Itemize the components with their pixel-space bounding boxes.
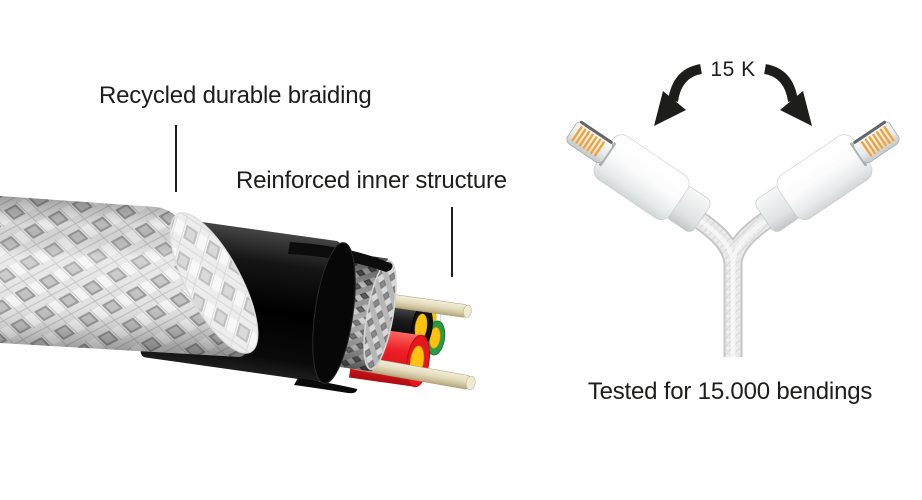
outer-braid bbox=[0, 196, 259, 357]
inner-structure-label: Reinforced inner structure bbox=[236, 167, 507, 194]
bend-cycles-badge: 15 K bbox=[710, 58, 756, 81]
jacket-cut-face bbox=[312, 242, 356, 384]
outer-braiding-label: Recycled durable braiding bbox=[99, 82, 372, 109]
lightning-pins bbox=[860, 126, 895, 157]
braided-cable-y bbox=[689, 209, 777, 357]
outer-braiding-leader-line bbox=[175, 125, 177, 192]
outer-braid-cut-face bbox=[169, 212, 259, 354]
inner-braid-cut-face bbox=[363, 260, 397, 370]
cable-cutaway-illustration bbox=[0, 196, 476, 394]
bend-test-caption: Tested for 15.000 bendings bbox=[587, 378, 873, 405]
arrowhead bbox=[780, 91, 812, 126]
bend-arrow-right bbox=[763, 64, 812, 126]
arrowhead bbox=[654, 91, 686, 126]
lightning-connector-left bbox=[556, 108, 718, 241]
bend-test-illustration bbox=[556, 64, 900, 357]
tip-edge bbox=[853, 120, 887, 144]
bend-arrow-left bbox=[654, 64, 703, 126]
inner-structure-leader-line bbox=[451, 207, 453, 277]
lightning-connector-right bbox=[755, 120, 900, 232]
